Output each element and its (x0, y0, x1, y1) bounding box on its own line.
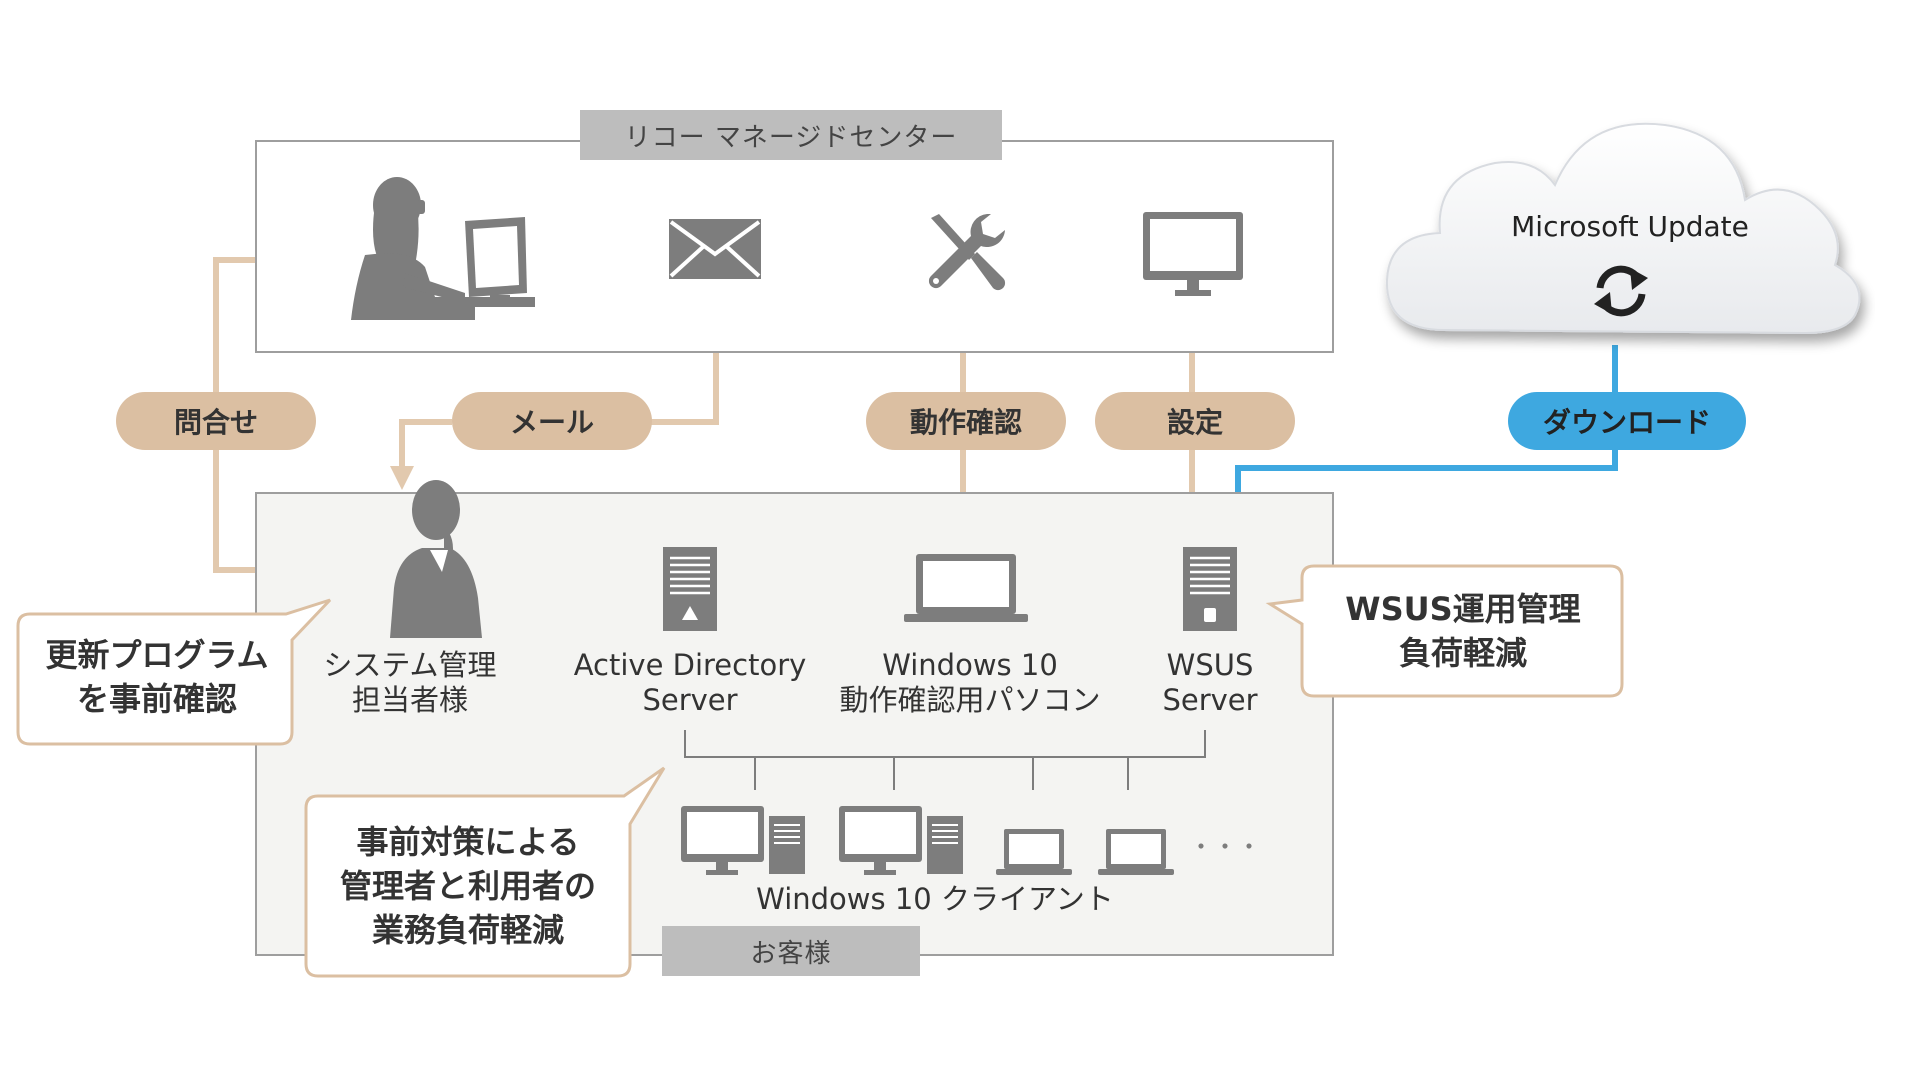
ad-server-icon (663, 547, 717, 631)
mail-pill: メール (452, 392, 652, 450)
test-pc-label: Windows 10 動作確認用パソコン (839, 648, 1101, 717)
wsus-server-icon (1183, 547, 1237, 631)
wsus-callout-text: WSUS運用管理 負荷軽減 (1345, 590, 1581, 672)
inquiry-pill: 問合せ (116, 392, 316, 450)
download-line-bottom (1235, 448, 1618, 508)
client-desktop-icon (839, 806, 922, 875)
monitor-icon (1143, 212, 1243, 296)
managed-center-label: リコー マネージドセンター (580, 110, 1002, 160)
cloud-title: Microsoft Update (1511, 210, 1749, 243)
mail-icon (669, 219, 761, 279)
mail-line-left (399, 419, 452, 468)
admin-icon (390, 480, 482, 638)
cloud-icon (1385, 122, 1861, 335)
reduction-callout-bubble (304, 766, 666, 978)
admin-label: システム管理 担当者様 (323, 648, 497, 717)
operation-check-pill: 動作確認 (866, 392, 1066, 450)
mail-line-right (648, 330, 719, 425)
more-clients-ellipsis: ・・・ (1189, 833, 1261, 861)
wsus-label: WSUS Server (1162, 648, 1258, 717)
client-tower-icon (927, 816, 963, 874)
client-desktop-icon (681, 806, 764, 875)
customer-label: お客様 (662, 926, 920, 976)
ad-server-label: Active Directory Server (573, 648, 807, 717)
client-tower-icon (769, 816, 805, 874)
tools-icon (928, 214, 1006, 291)
download-pill: ダウンロード (1508, 392, 1746, 450)
refresh-icon (1594, 265, 1648, 317)
clients-label: Windows 10 クライアント (756, 882, 1114, 916)
arrow-to-admin-mail (390, 466, 414, 490)
wsus-callout-bubble (1265, 564, 1624, 698)
laptop-icon (904, 554, 1028, 622)
precheck-callout-bubble (16, 598, 332, 746)
client-laptop-icon (996, 829, 1072, 875)
settings-pill: 設定 (1095, 392, 1295, 450)
reduction-callout-text: 事前対策による 管理者と利用者の 業務負荷軽減 (339, 823, 596, 949)
operator-icon (351, 177, 535, 320)
client-laptop-icon (1098, 829, 1174, 875)
precheck-callout-text: 更新プログラム を事前確認 (45, 636, 269, 718)
